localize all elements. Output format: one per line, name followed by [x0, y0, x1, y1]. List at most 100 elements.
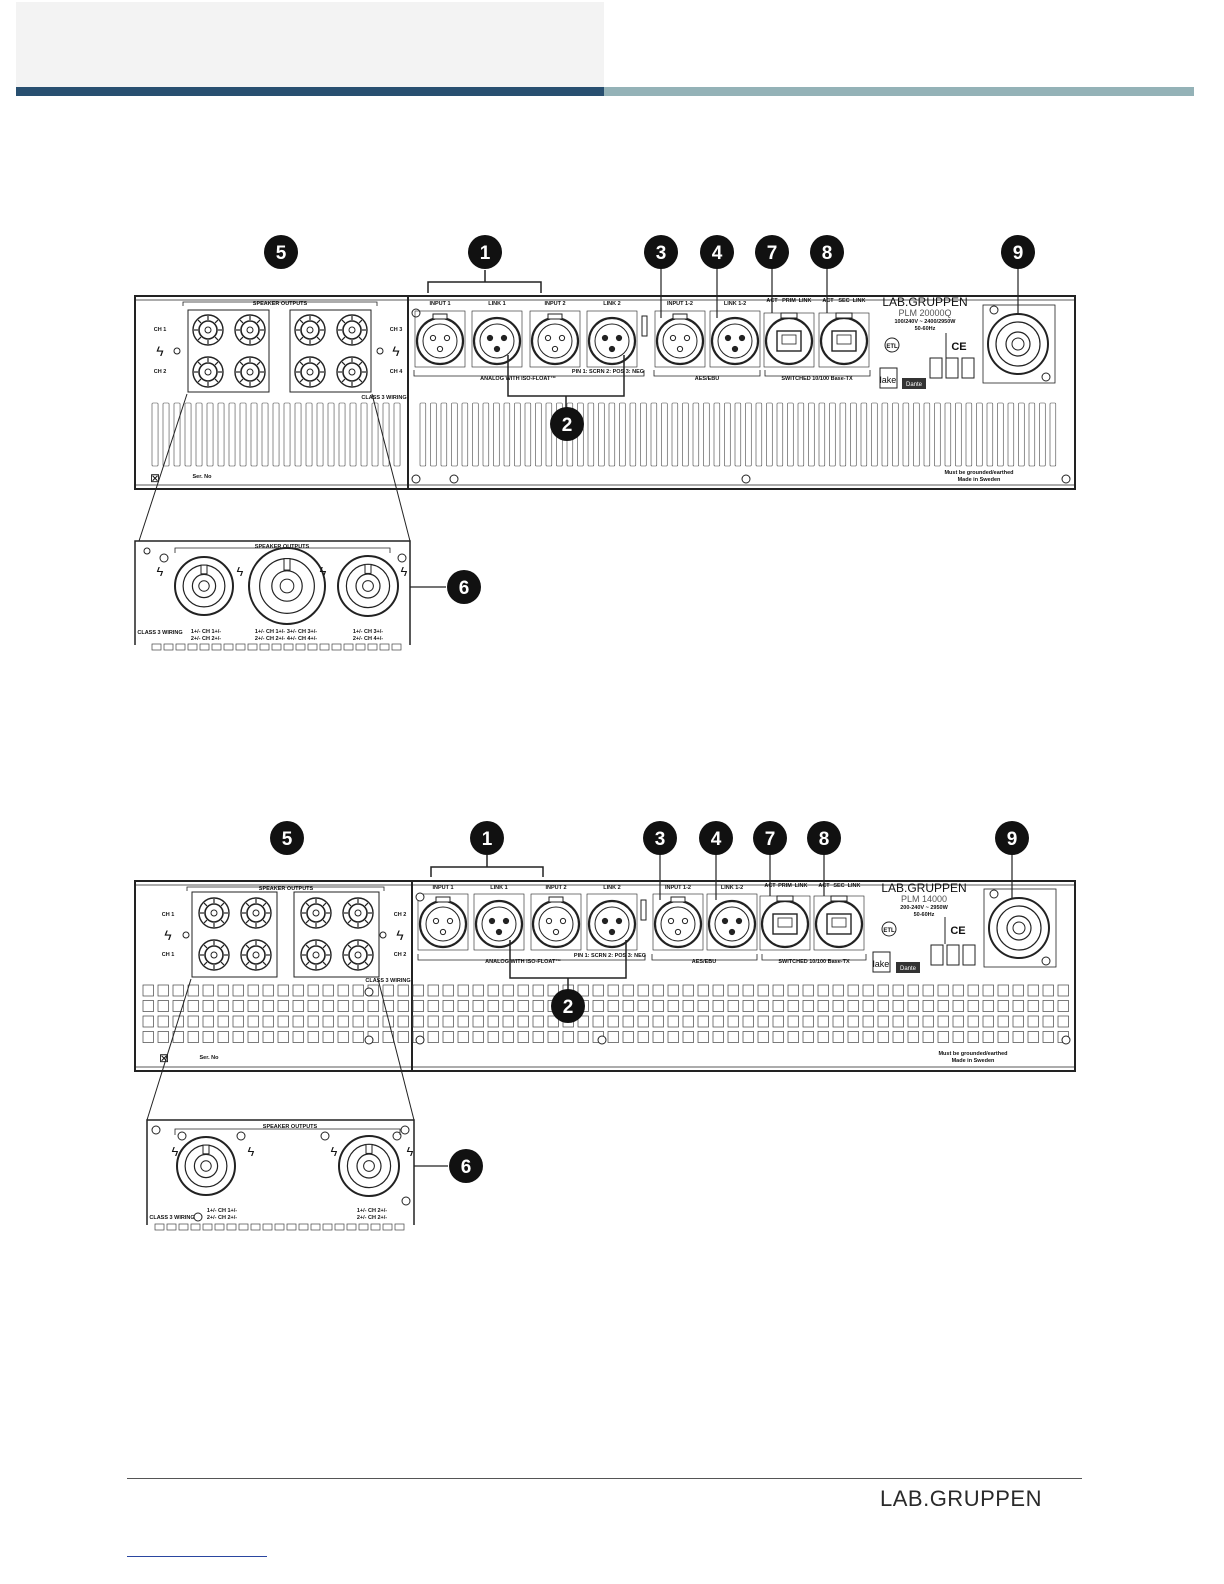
link-led-label: LINK [795, 883, 808, 889]
binding-post-terminal [342, 897, 374, 929]
etl-listed-icon: ETL [883, 928, 895, 934]
callout-2: 2 [550, 407, 584, 441]
speaker-outputs-group: SPEAKER OUTPUTS CH 1 CH 2 CH 3 CH 4 ϟ ϟ … [154, 301, 407, 401]
ethernet-ports: ACT PRIM LINK ACT SEC LINK SWITCHED 10/1… [759, 853, 867, 965]
power-rating: 200-240V ~ 2950W [900, 905, 948, 911]
grounded-notice: Must be grounded/earthed [938, 1051, 1007, 1057]
xlr-male-connector [471, 310, 523, 368]
link2-label: LINK 2 [603, 885, 620, 891]
speakon-output-connector [176, 1136, 236, 1196]
hazard-icon: ϟ [396, 927, 404, 943]
pin-assignment-label: 2+/- CH 2+/- [357, 1215, 387, 1221]
link1-label: LINK 1 [488, 301, 505, 307]
aes-link-label: LINK 1-2 [721, 885, 743, 891]
hazard-icon: ϟ [157, 564, 164, 579]
xlr-male-connector [709, 310, 761, 368]
callout-4: 4 [699, 821, 733, 855]
input2-label: INPUT 2 [544, 301, 565, 307]
xlr-female-connector [652, 893, 704, 951]
pin-assignment-label: 1+/- CH 1+/- [191, 629, 221, 635]
binding-post-terminal [234, 314, 266, 346]
pin-assignment-label: 3+/- CH 3+/- [287, 629, 317, 635]
panel-screws [411, 308, 1071, 484]
aes-input-label: INPUT 1-2 [665, 885, 691, 891]
prim-label: PRIM [778, 883, 792, 889]
cooling-vents-left [151, 402, 401, 467]
analog-label: ANALOG WITH ISO-FLOAT™ [480, 376, 556, 382]
aes-ebu-label: AES/EBU [695, 376, 719, 382]
svg-text:7: 7 [767, 243, 778, 264]
made-in-label: Made in Sweden [952, 1058, 995, 1064]
footer-link-underline [127, 1556, 267, 1557]
inset-speaker-outputs-label: SPEAKER OUTPUTS [255, 544, 310, 550]
binding-post-terminal [198, 897, 230, 929]
weee-bin-icon: ⊠ [150, 471, 160, 485]
analog-inputs: INPUT 1 LINK 1 INPUT 2 LINK 2 ANALOG WIT… [413, 270, 761, 408]
side-label-ch4: CH 4 [390, 369, 403, 375]
callout-5: 5 [270, 821, 304, 855]
hazard-icon: ϟ [156, 343, 164, 359]
cooling-vents-right [419, 402, 1057, 467]
frequency: 50-60Hz [914, 912, 935, 918]
dante-logo: Dante [906, 382, 923, 388]
model-plate: LAB.GRUPPEN PLM 20000Q 100/240V ~ 2400/2… [879, 295, 1014, 483]
callout-8: 8 [810, 235, 844, 269]
hazard-icon: ϟ [392, 343, 400, 359]
pin-assignment-label: 2+/- CH 2+/- [207, 1215, 237, 1221]
analog-inputs: INPUT 1 LINK 1 INPUT 2 LINK 2 ANALOG WIT… [417, 855, 758, 990]
binding-post-terminal [192, 314, 224, 346]
speakon-output-connector [174, 556, 234, 616]
inset-class3-label: CLASS 3 WIRING [149, 1215, 194, 1221]
svg-text:6: 6 [459, 578, 470, 599]
binding-post-terminal [342, 939, 374, 971]
callout-7: 7 [753, 821, 787, 855]
svg-text:1: 1 [482, 829, 493, 850]
side-label-ch2b: CH 2 [394, 952, 407, 958]
xlr-female-connector [414, 310, 466, 368]
svg-text:9: 9 [1007, 829, 1018, 850]
binding-post-terminal [294, 314, 326, 346]
brand-logo: LAB.GRUPPEN [881, 881, 966, 895]
cooling-grid [142, 984, 1069, 1043]
analog-label: ANALOG WITH ISO-FLOAT™ [485, 959, 561, 965]
pin-assignment-label: 2+/- CH 2+/- [255, 636, 285, 642]
svg-text:7: 7 [765, 829, 776, 850]
hazard-icon: ϟ [407, 1144, 414, 1159]
serial-number-label: Ser. No [200, 1055, 220, 1061]
model-name: PLM 14000 [901, 894, 947, 904]
binding-post-terminal [192, 356, 224, 388]
sec-label: SEC [838, 298, 849, 304]
side-label-ch2: CH 2 [154, 369, 167, 375]
rj45-ethercon-port [818, 312, 870, 368]
callout-5: 5 [264, 235, 298, 269]
hazard-icon: ϟ [172, 1144, 179, 1159]
aes-input-label: INPUT 1-2 [667, 301, 693, 307]
callout-2: 2 [551, 989, 585, 1023]
etl-listed-icon: ETL [886, 344, 898, 350]
aes-ebu-label: AES/EBU [692, 959, 716, 965]
inset-speaker-outputs-label: SPEAKER OUTPUTS [263, 1124, 318, 1130]
side-label-ch1: CH 1 [162, 912, 175, 918]
link-led-label: LINK [848, 883, 861, 889]
hazard-icon: ϟ [401, 564, 408, 579]
model-plate: LAB.GRUPPEN PLM 14000 200-240V ~ 2950W 5… [872, 881, 1025, 1064]
hazard-icon: ϟ [164, 927, 172, 943]
footer-brand-logo: LAB.GRUPPEN [880, 1486, 1042, 1511]
class3-wiring-label: CLASS 3 WIRING [361, 395, 406, 401]
link-led-label: LINK [799, 298, 812, 304]
xlr-male-connector [706, 893, 758, 951]
prim-label: PRIM [782, 298, 796, 304]
made-in-label: Made in Sweden [958, 477, 1001, 483]
rj45-ethercon-port [759, 895, 811, 951]
mains-power-connector [983, 853, 1057, 968]
rj45-ethercon-port [763, 312, 815, 368]
link2-label: LINK 2 [603, 301, 620, 307]
callout-3: 3 [643, 821, 677, 855]
switched-label: SWITCHED 10/100 Base-TX [778, 959, 850, 965]
side-label-ch1b: CH 1 [162, 952, 175, 958]
callout-6: 6 [449, 1149, 483, 1183]
grounded-notice: Must be grounded/earthed [944, 470, 1013, 476]
xlr-female-connector [417, 893, 469, 951]
dante-logo: Dante [900, 966, 917, 972]
svg-text:3: 3 [655, 829, 666, 850]
